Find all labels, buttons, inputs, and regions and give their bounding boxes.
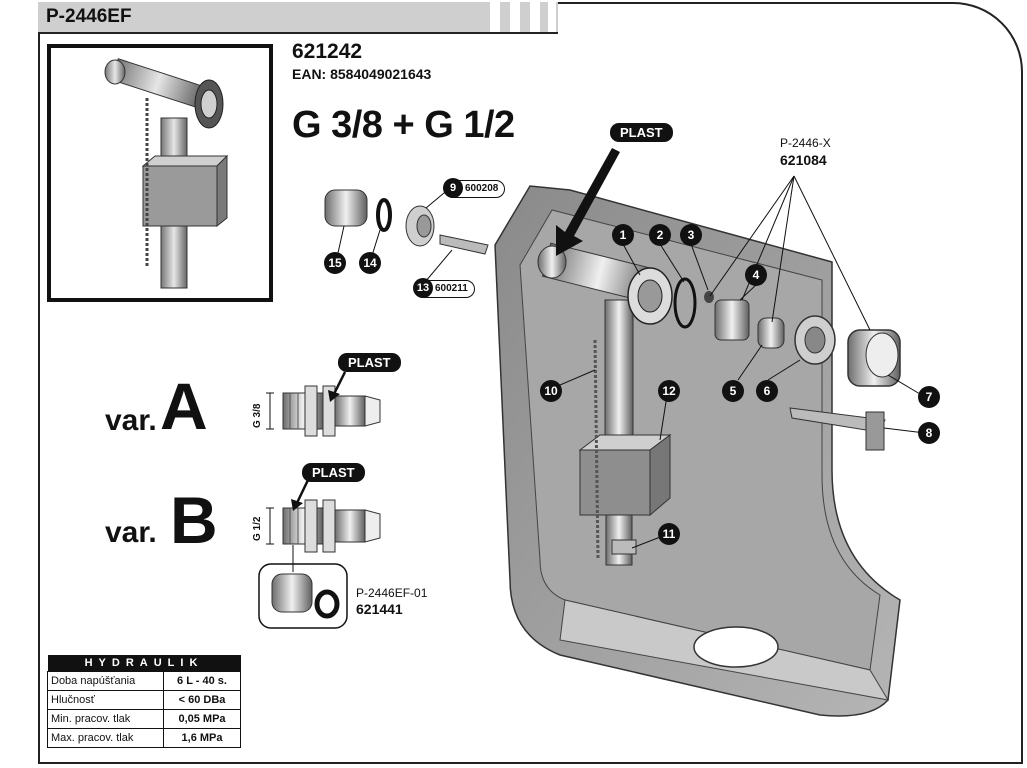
variant-a-fitting [282, 385, 381, 437]
plast-label-var-a: PLAST [338, 353, 401, 372]
product-code: 621242 [292, 40, 363, 63]
part-number-3: 3 [680, 224, 702, 246]
variant-b-thread: G 1/2 [252, 516, 263, 541]
part-number-6: 6 [756, 380, 778, 402]
product-title: P-2446EF [46, 6, 132, 27]
plast-label-main: PLAST [610, 123, 673, 142]
variant-a-letter: A [160, 369, 208, 443]
table-row: Hlučnosť< 60 DBa [47, 690, 241, 710]
part-number-10: 10 [540, 380, 562, 402]
plast-label-var-b: PLAST [302, 463, 365, 482]
hydraulik-title: HYDRAULIK [47, 655, 241, 672]
part-number-11: 11 [658, 523, 680, 545]
part-number-7: 7 [918, 386, 940, 408]
product-thumbnail [47, 44, 273, 302]
kit-x-name: P-2446-X [780, 136, 831, 150]
thread-size: G 3/8 + G 1/2 [292, 104, 515, 146]
part-number-5: 5 [722, 380, 744, 402]
variant-a-thread: G 3/8 [252, 403, 263, 428]
header-bar: P-2446EF [38, 2, 558, 34]
part-number-1: 1 [612, 224, 634, 246]
part-number-14: 14 [359, 252, 381, 274]
variant-a-word: var. [105, 404, 157, 437]
variant-b-letter: B [170, 483, 218, 557]
valve-thumbnail-illustration [104, 58, 229, 289]
ean-code: EAN: 8584049021643 [292, 66, 432, 82]
part-number-4: 4 [745, 264, 767, 286]
variant-b-fitting [282, 499, 381, 553]
variant-b-word: var. [105, 516, 157, 549]
part-number-15: 15 [324, 252, 346, 274]
part-number-12: 12 [658, 380, 680, 402]
kit-ef01-code: 621441 [356, 601, 403, 617]
kit-x-code: 621084 [780, 152, 827, 168]
part-number-8: 8 [918, 422, 940, 444]
part-number-2: 2 [649, 224, 671, 246]
kit-ef01-name: P-2446EF-01 [356, 586, 428, 600]
